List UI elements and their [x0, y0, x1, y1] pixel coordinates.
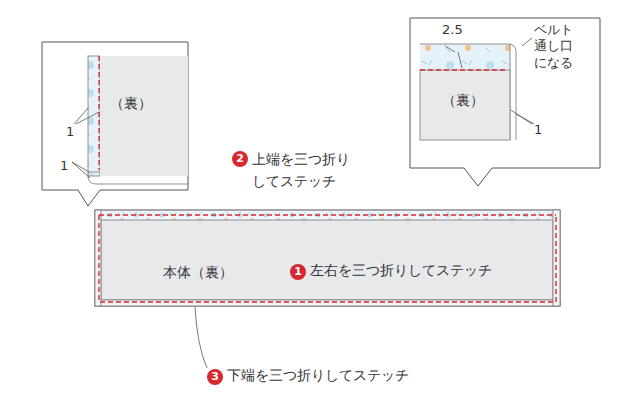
right-callout: [410, 18, 600, 186]
leader-line: [72, 108, 99, 178]
step-number: 3: [207, 369, 223, 385]
fabric-body: 本体（裏）: [101, 220, 553, 300]
step-text: 左右を三つ折りしてステッチ: [310, 262, 492, 279]
step-number: 2: [232, 151, 248, 167]
leader-line: [195, 307, 207, 368]
dimension: 1: [60, 158, 68, 174]
fabric-inset: （裏）: [100, 60, 188, 170]
fabric-inset: （裏）: [420, 72, 510, 138]
node-text: （裏）: [442, 92, 484, 109]
dimension: 2.5: [442, 22, 463, 38]
leader-line: [445, 46, 462, 68]
leader-line: [522, 38, 532, 46]
fabric-body: [95, 210, 560, 368]
step-text: 上端を三つ折り してステッチ: [252, 149, 364, 192]
dimension: 1: [534, 122, 542, 138]
step-text: 下端を三つ折りしてステッチ: [227, 367, 409, 384]
left-callout: [42, 42, 188, 206]
dimension: 1: [66, 124, 74, 140]
node-text: （裏）: [110, 95, 152, 112]
node-text: 本体（裏）: [163, 264, 233, 281]
step-number: 1: [290, 264, 306, 280]
note-text: ベルト 通し口 になる: [534, 22, 592, 71]
leader-line: [511, 110, 534, 124]
